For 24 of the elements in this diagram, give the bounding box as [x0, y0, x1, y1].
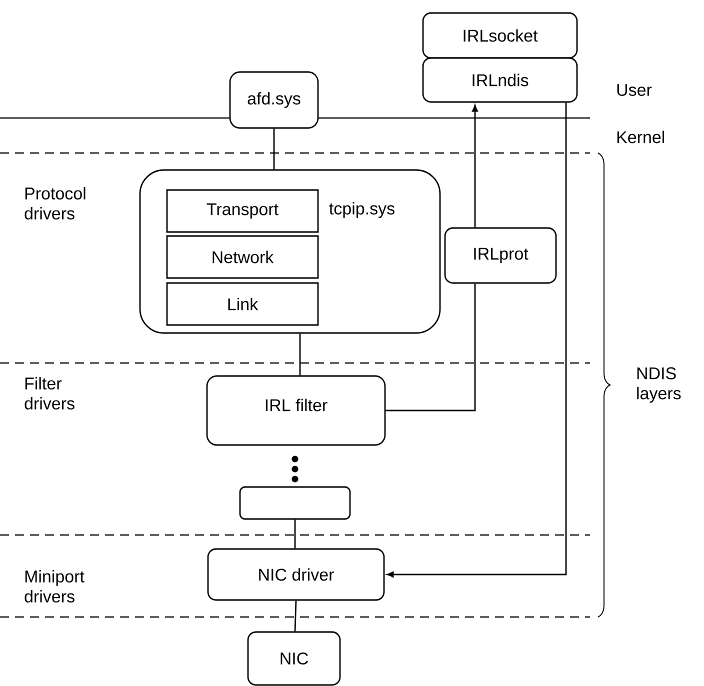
layer-box: Link [166, 282, 319, 326]
empty-box [239, 486, 351, 520]
arrow [386, 102, 567, 578]
connector-line [294, 520, 296, 548]
section-label: Miniport drivers [24, 570, 84, 603]
connector-line [294, 600, 297, 632]
connector-line [273, 128, 275, 170]
arrow [472, 104, 478, 228]
module-box: IRLsocket [422, 12, 578, 59]
module-box: afd.sys [229, 71, 319, 129]
connector-line [299, 334, 301, 376]
layer-label: User [617, 84, 652, 96]
section-label: Protocol drivers [24, 187, 86, 220]
module-box: IRLprot [444, 227, 557, 284]
layer-box: Network [166, 235, 319, 279]
brace-label: NDIS layers [637, 367, 681, 403]
driver-box: IRL filter [206, 375, 386, 446]
layer-label: Kernel [617, 130, 664, 144]
device-box: NIC [247, 631, 341, 686]
module-box: IRLndis [422, 57, 578, 103]
layer-box: Transport [166, 189, 319, 233]
driver-box: NIC driver [207, 548, 385, 601]
connector-line [386, 284, 476, 412]
section-label: Filter drivers [24, 377, 74, 410]
